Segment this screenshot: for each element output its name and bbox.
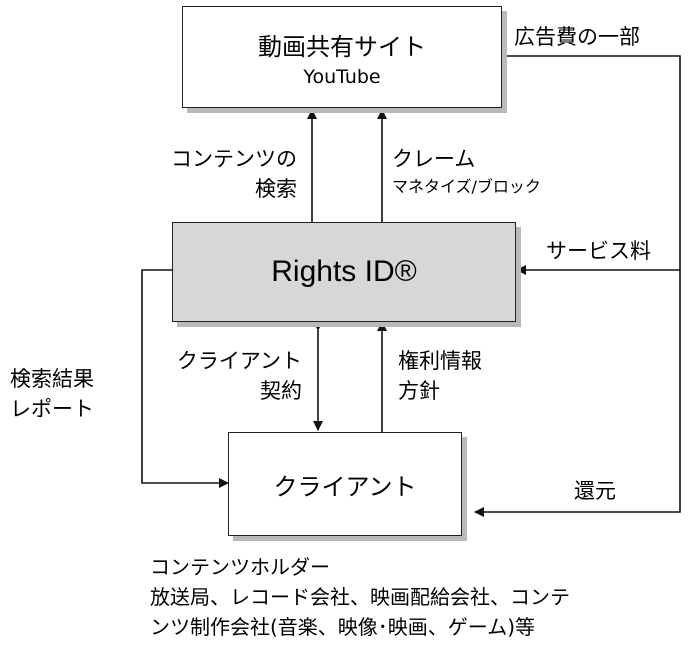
search-report-line1: 検索結果 (10, 367, 94, 391)
claim-label: クレーム マネタイズ/ブロック (392, 146, 541, 198)
rights-policy-line2: 方針 (398, 379, 440, 404)
claim-line1: クレーム (392, 147, 476, 171)
search-report-line2: レポート (10, 397, 94, 422)
client-contract-label: クライアント 契約 (168, 348, 302, 406)
search-report-label: 検索結果 レポート (10, 366, 94, 424)
line-ad-revenue (474, 55, 681, 517)
service-fee-label: サービス料 (546, 239, 651, 263)
client-node: クライアント (228, 432, 462, 536)
footnote-line1: 放送局、レコード会社、映画配給会社、コンテ (150, 585, 570, 609)
content-search-line1: コンテンツの (171, 147, 297, 171)
rights-id-node: Rights ID® (172, 222, 516, 322)
footnote-line2: ンツ制作会社(音楽、映像･映画、ゲーム)等 (150, 615, 536, 639)
video-site-subtitle: YouTube (303, 65, 381, 88)
client-contract-line2: 契約 (260, 379, 302, 404)
footnote-heading: コンテンツホルダー (150, 555, 330, 579)
client-contract-line1: クライアント (176, 349, 302, 373)
rights-policy-line1: 権利情報 (398, 349, 482, 373)
content-search-label: コンテンツの 検索 (162, 146, 297, 204)
rights-id-title: Rights ID® (271, 255, 417, 288)
client-title: クライアント (273, 472, 417, 501)
ad-revenue-label: 広告費の一部 (514, 25, 640, 49)
footnote: コンテンツホルダー 放送局、レコード会社、映画配給会社、コンテ ンツ制作会社(音… (150, 554, 570, 640)
line-search-report (141, 269, 229, 488)
content-search-line2: 検索 (255, 177, 297, 202)
video-site-title: 動画共有サイト (258, 32, 426, 61)
claim-line2: マネタイズ/ブロック (392, 177, 541, 197)
return-label: 還元 (574, 479, 616, 503)
rights-policy-label: 権利情報 方針 (398, 348, 482, 406)
video-site-node: 動画共有サイト YouTube (182, 6, 502, 108)
